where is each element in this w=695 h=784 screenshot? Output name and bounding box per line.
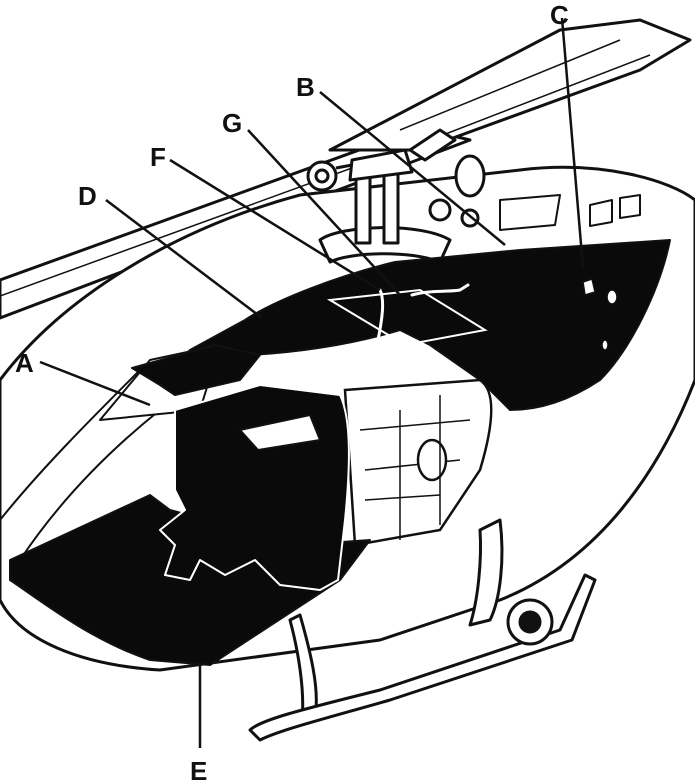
leader-lines xyxy=(39,17,585,748)
callout-c: C xyxy=(550,0,569,30)
tie-down-straps xyxy=(366,283,470,358)
landing-gear xyxy=(248,518,597,742)
windshield-cover xyxy=(131,344,261,396)
callout-a: A xyxy=(15,348,34,378)
strap-f xyxy=(366,288,385,358)
callout-e: E xyxy=(190,756,207,784)
callout-b: B xyxy=(296,72,315,102)
rotor-mast xyxy=(306,128,486,264)
door-cover xyxy=(159,384,350,591)
callout-f: F xyxy=(150,142,166,172)
cover-fittings xyxy=(582,278,618,351)
callout-d: D xyxy=(78,181,97,211)
strap-g xyxy=(410,283,470,297)
callout-g: G xyxy=(222,108,242,138)
